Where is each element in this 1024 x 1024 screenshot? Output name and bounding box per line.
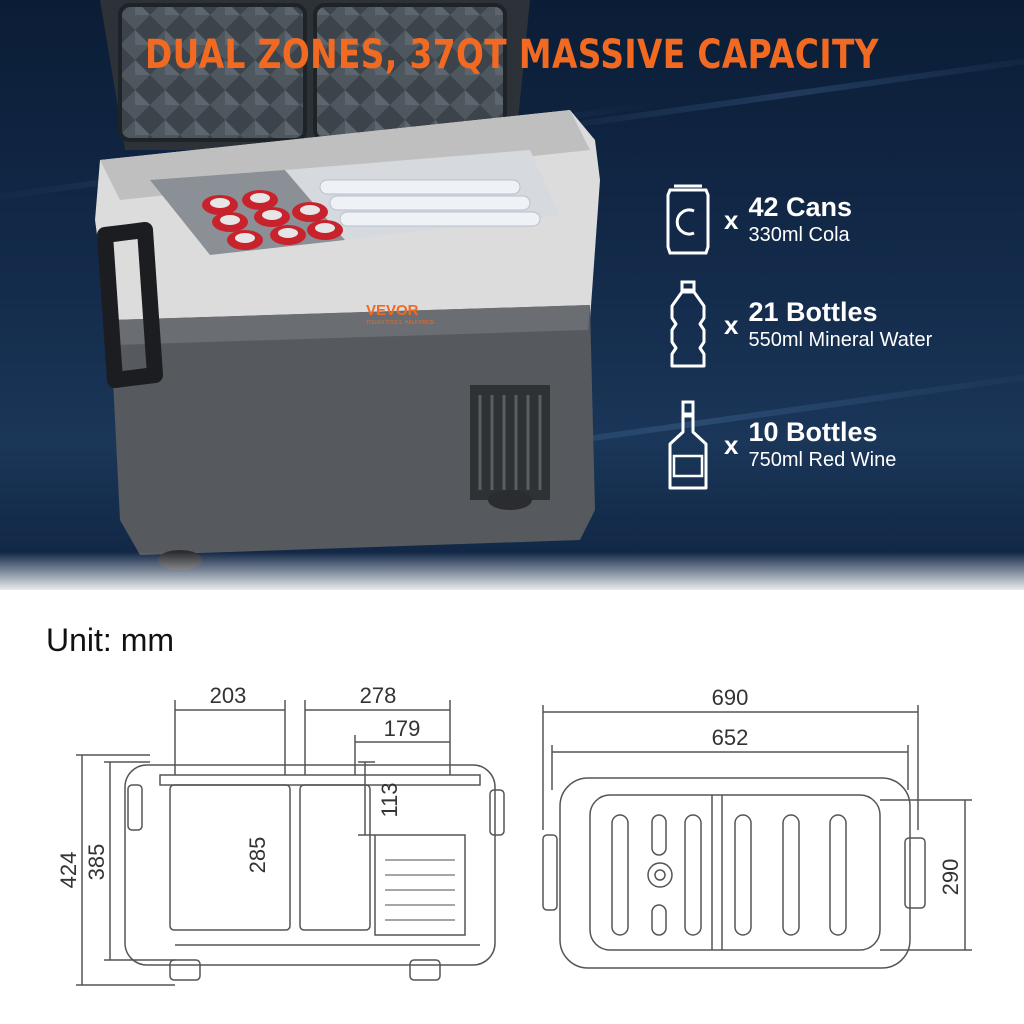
top-view-outline: [559, 777, 911, 969]
wine-bottle-icon: [668, 400, 708, 490]
brand-logo: VEVOR: [366, 302, 419, 319]
dim-body-height: 385: [84, 844, 109, 881]
brand-tagline: TOUGH TOOLS, HALF PRICE: [366, 320, 435, 326]
fridge-image: [95, 0, 600, 570]
capacity-sub: 750ml Red Wine: [748, 449, 897, 471]
capacity-row-water: x 21 Bottles 550ml Mineral Water: [660, 280, 932, 370]
capacity-main: 21 Bottles: [748, 297, 878, 327]
capacity-main: 10 Bottles: [748, 417, 878, 447]
dim-inner-depth-small: 113: [377, 782, 402, 817]
front-view-outline: [124, 764, 496, 966]
dim-depth: 290: [938, 859, 963, 896]
capacity-sub: 550ml Mineral Water: [748, 329, 933, 351]
capacity-row-wine: x 10 Bottles 750ml Red Wine: [660, 400, 896, 490]
capacity-main: 42 Cans: [748, 192, 853, 222]
multiplier: x: [724, 429, 739, 460]
dim-inner-depth: 285: [245, 837, 270, 874]
multiplier: x: [724, 204, 739, 235]
hero-banner: VEVOR TOUGH TOOLS, HALF PRICE DUAL ZONES…: [0, 0, 1024, 590]
dim-body-length: 652: [712, 725, 749, 750]
dim-inner-width: 179: [384, 716, 421, 741]
dim-left-zone-width: 203: [210, 683, 247, 708]
capacity-sub: 330ml Cola: [748, 224, 850, 246]
capacity-row-cans: x 42 Cans 330ml Cola: [660, 175, 852, 265]
can-icon: [666, 184, 710, 255]
water-bottle-icon: [670, 280, 706, 368]
dim-right-zone-width: 278: [360, 683, 397, 708]
unit-label: Unit: mm: [46, 622, 174, 658]
dim-outer-height: 424: [56, 852, 81, 889]
dim-outer-length: 690: [712, 685, 749, 710]
headline: DUAL ZONES, 37QT MASSIVE CAPACITY: [145, 32, 879, 78]
multiplier: x: [724, 309, 739, 340]
